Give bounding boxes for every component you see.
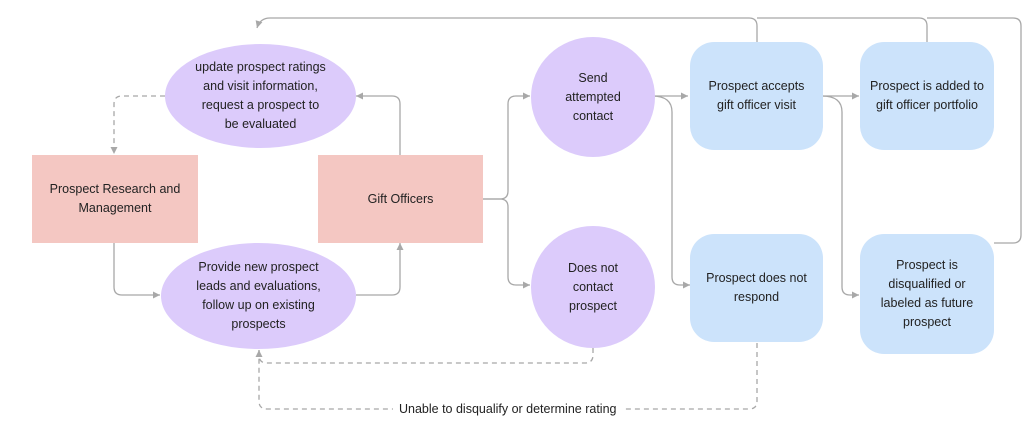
node-send-contact-label: Send attempted contact	[565, 70, 621, 123]
edge-label-unable: Unable to disqualify or determine rating	[393, 401, 623, 417]
edge-unable-nocontact	[255, 348, 594, 364]
node-disqualified: Prospect is disqualified or labeled as f…	[860, 234, 994, 354]
node-no-respond-label: Prospect does not respond	[706, 271, 807, 304]
node-no-respond: Prospect does not respond	[690, 234, 823, 342]
node-disqualified-label: Prospect is disqualified or labeled as f…	[880, 258, 974, 329]
edge-feedback-disq	[927, 17, 1022, 244]
node-gift-officers: Gift Officers	[318, 155, 483, 243]
edge-unable-norespond	[258, 343, 758, 410]
node-update-ratings-label: update prospect ratings and visit inform…	[195, 60, 326, 131]
node-added-portfolio: Prospect is added to gift officer portfo…	[860, 42, 994, 150]
node-send-contact: Send attempted contact	[531, 37, 655, 157]
node-update-ratings: update prospect ratings and visit inform…	[165, 44, 356, 148]
edge-send-to-norespond	[651, 95, 690, 289]
node-accepts-visit-label: Prospect accepts gift officer visit	[708, 79, 805, 112]
edge-feedback-top	[255, 17, 758, 42]
edge-gift-to-nocontact	[483, 198, 530, 289]
node-provide-leads: Provide new prospect leads and evaluatio…	[161, 243, 356, 349]
edge-feedback-added	[757, 17, 928, 42]
node-gift-officers-label: Gift Officers	[367, 191, 434, 206]
edge-gift-to-update	[356, 92, 401, 155]
node-no-contact: Does not contact prospect	[531, 226, 655, 348]
edge-accepts-to-disq	[821, 95, 859, 299]
edge-research-to-provide	[113, 243, 160, 299]
edge-update-to-research	[110, 95, 165, 154]
node-provide-leads-label: Provide new prospect leads and evaluatio…	[196, 260, 321, 331]
node-no-contact-label: Does not contact prospect	[567, 260, 619, 313]
node-prospect-research: Prospect Research and Management	[32, 155, 198, 243]
node-accepts-visit: Prospect accepts gift officer visit	[690, 42, 823, 150]
edge-provide-to-gift	[356, 243, 404, 296]
node-added-portfolio-label: Prospect is added to gift officer portfo…	[870, 79, 984, 112]
edge-gift-to-send	[483, 92, 530, 200]
node-prospect-research-label: Prospect Research and Management	[49, 182, 181, 215]
